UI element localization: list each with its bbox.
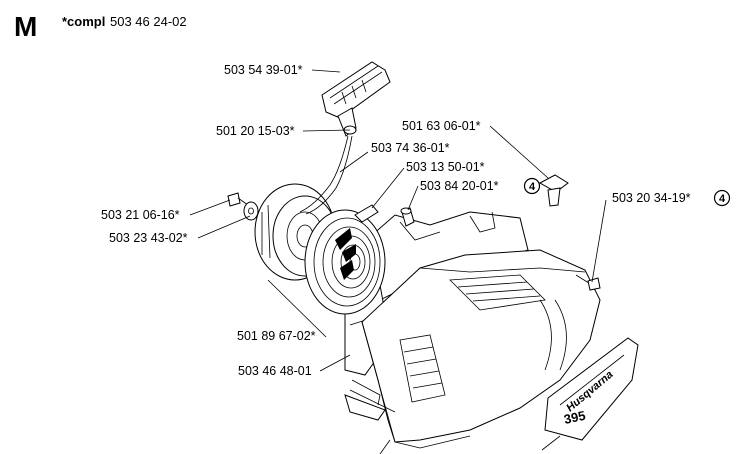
decal-model: 395 (563, 408, 587, 427)
part-label: 503 54 39-01* (224, 63, 303, 77)
recoil-spring-drawing (304, 204, 386, 315)
section-letter: M (14, 11, 37, 42)
part-label: 503 21 06-16* (101, 208, 180, 222)
part-label: 501 89 67-02* (237, 329, 316, 343)
decal-drawing: Husqvarna 395 (544, 337, 639, 441)
part-label: 503 74 36-01* (371, 141, 450, 155)
part-label: 503 13 50-01* (406, 160, 485, 174)
part-label: 503 46 48-01 (238, 364, 312, 378)
part-label: 503 84 20-01* (420, 179, 499, 193)
part-labels: 503 54 39-01* 501 20 15-03* 503 74 36-01… (101, 63, 691, 378)
note-circle: 4 (523, 177, 541, 195)
starter-housing-drawing (344, 211, 601, 449)
part-label: 503 20 34-19* (612, 191, 691, 205)
compl-number: 503 46 24-02 (110, 14, 187, 29)
leader-lines (189, 69, 607, 454)
compl-prefix: *compl (62, 14, 105, 29)
small-parts-drawing (400, 174, 601, 291)
part-label: 501 63 06-01* (402, 119, 481, 133)
note-number: 4 (529, 181, 536, 193)
note-circle: 4 (713, 189, 731, 207)
starter-handle-drawing (299, 61, 391, 215)
note-number: 4 (719, 193, 726, 205)
part-label: 501 20 15-03* (216, 124, 295, 138)
screw-washer-drawing (227, 192, 259, 221)
part-label: 503 23 43-02* (109, 231, 188, 245)
